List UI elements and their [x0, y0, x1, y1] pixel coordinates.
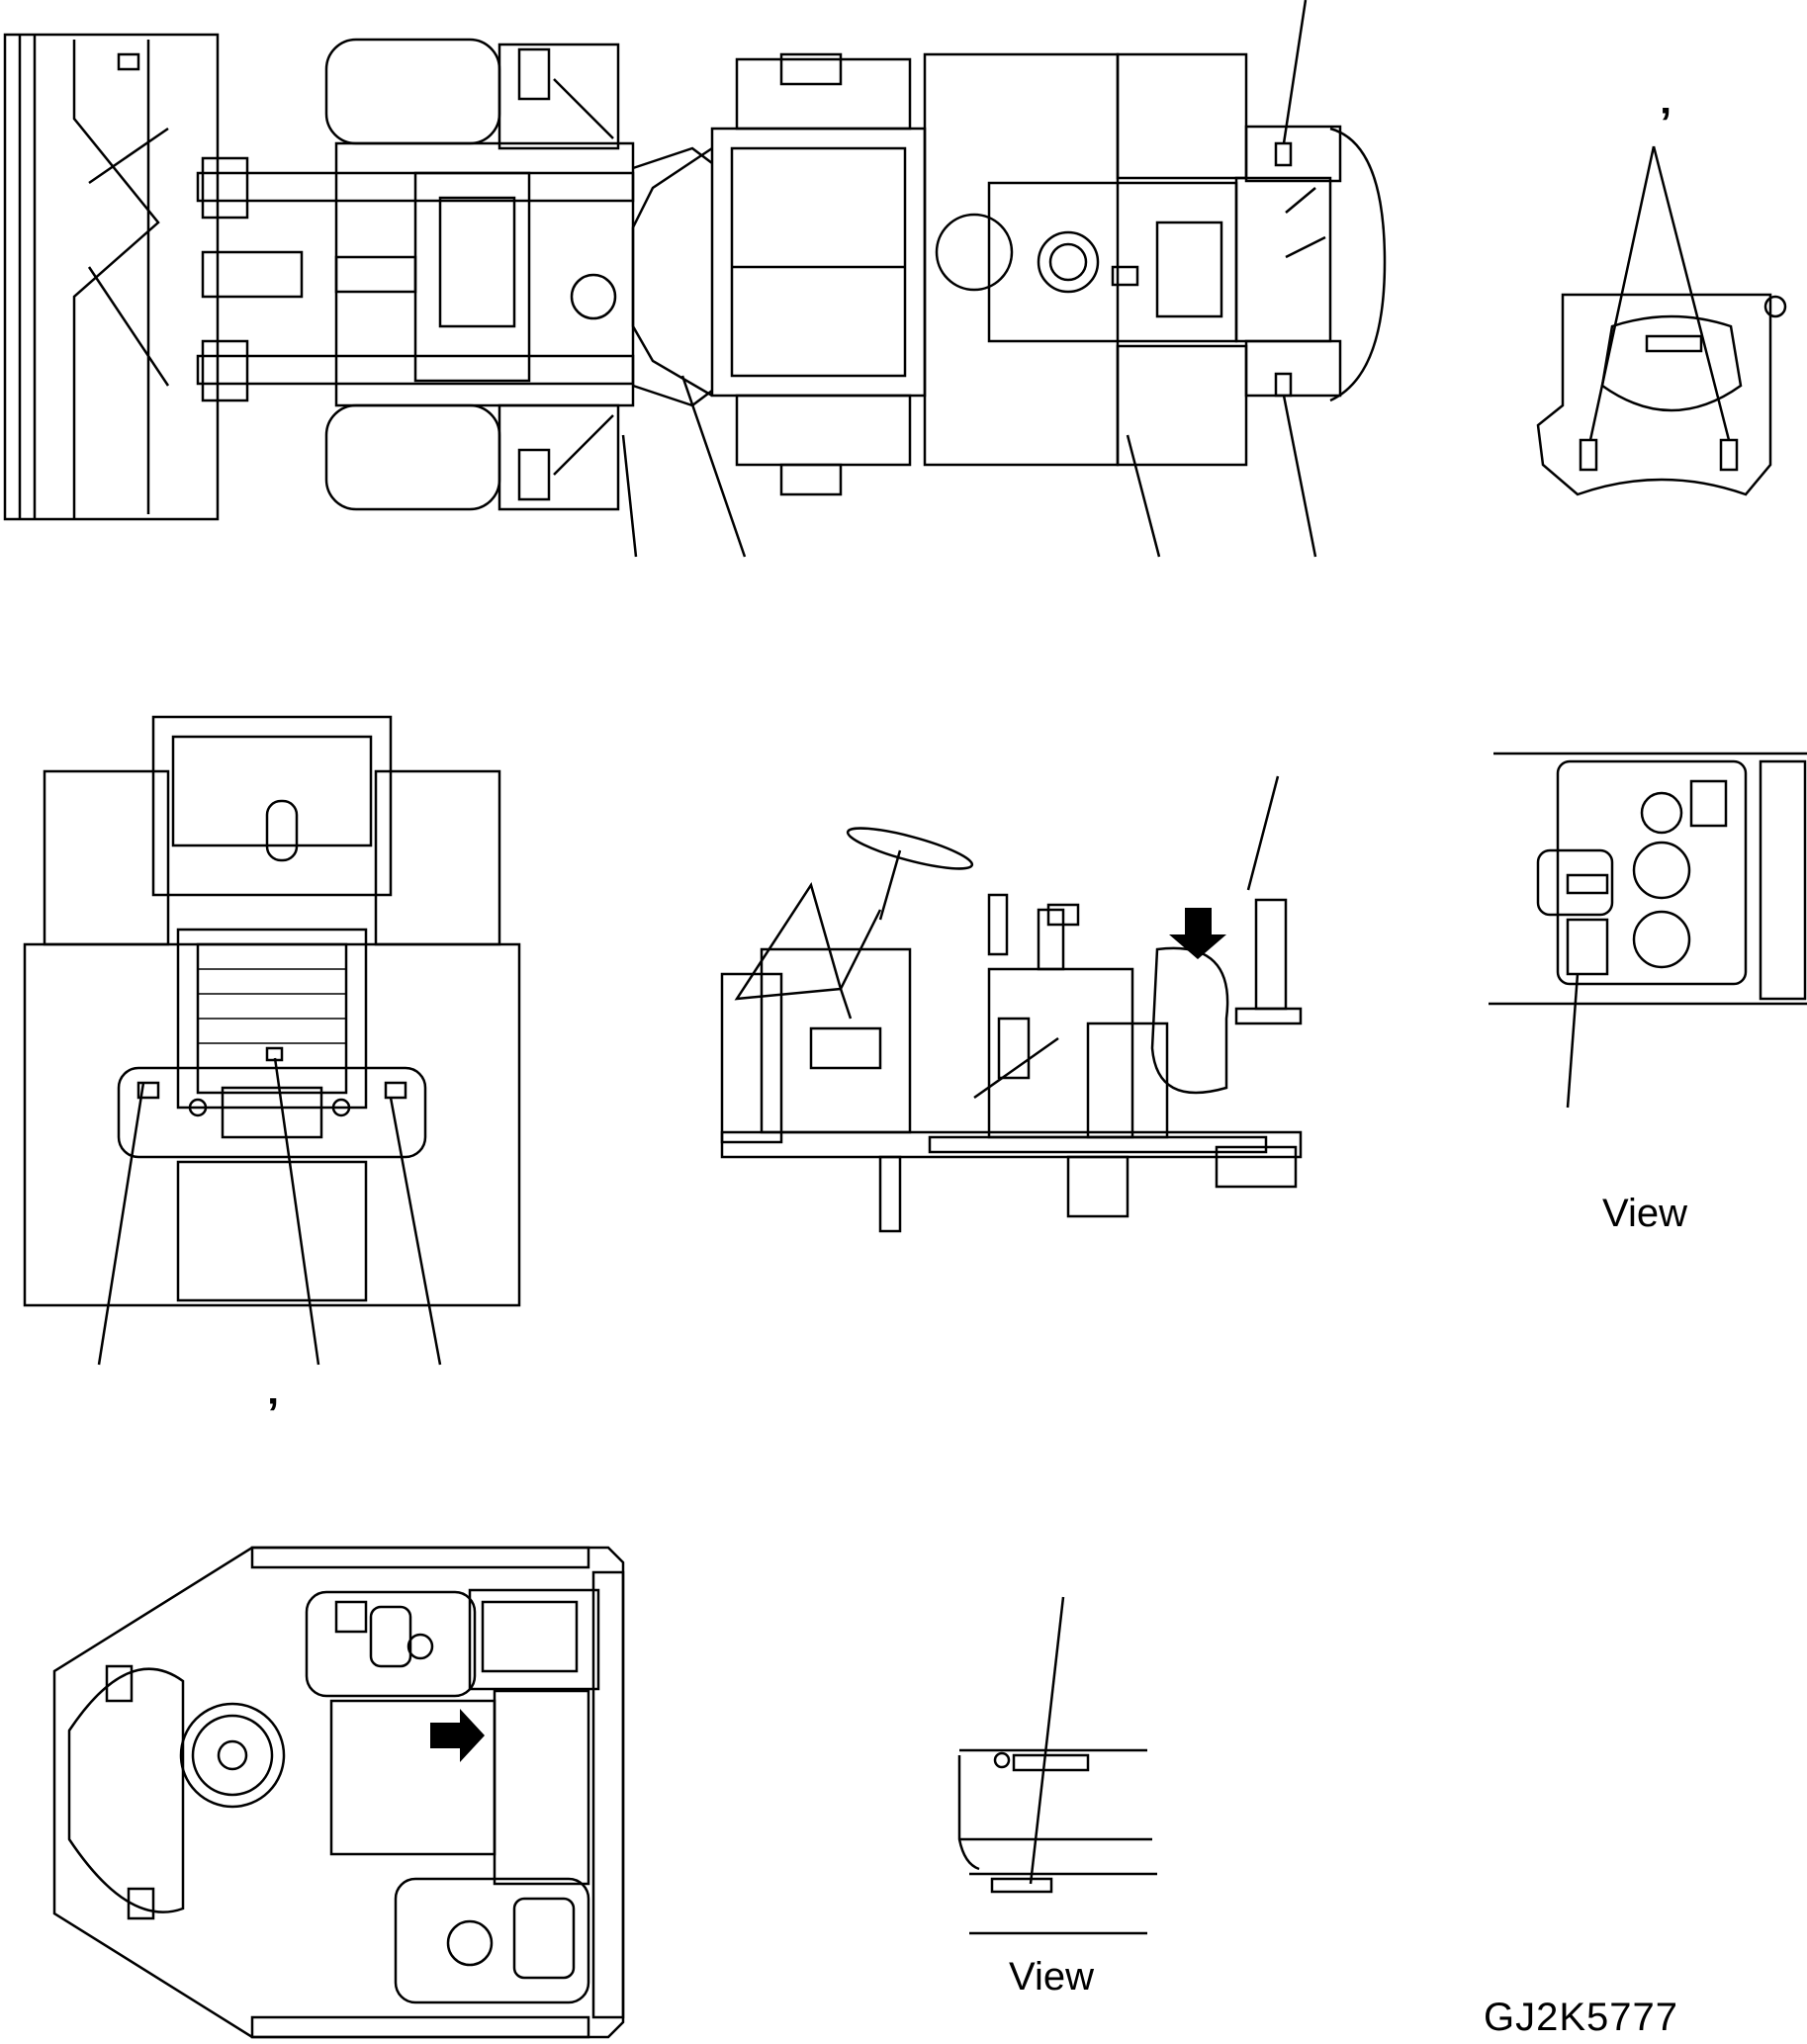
cab-floor-plan	[52, 1546, 625, 2039]
bucket	[3, 33, 220, 521]
arrow-right-icon	[430, 1709, 485, 1762]
detail-view-top-right	[1536, 145, 1787, 496]
detail-view-middle-right	[1489, 752, 1807, 1109]
view-label-right: View	[1602, 1192, 1687, 1235]
operator-station-side-view	[720, 775, 1303, 1233]
front-frame	[334, 141, 635, 407]
radiator-grille	[1234, 125, 1387, 402]
machine-rear-view	[23, 715, 521, 1366]
leader-lines-top	[621, 0, 1317, 558]
front-wheels	[324, 38, 620, 511]
detail-view-bottom-center	[957, 1596, 1157, 1935]
arrow-down-icon	[1169, 908, 1226, 959]
cab	[631, 52, 927, 496]
drawing-code: GJ2K5777	[1484, 1996, 1679, 2039]
engine-hood	[923, 52, 1248, 467]
mark-top-right: ’	[1660, 99, 1672, 147]
mark-front-view: ’	[267, 1389, 280, 1438]
machine-top-view	[3, 0, 1387, 558]
view-label-bottom: View	[1009, 1955, 1094, 1999]
